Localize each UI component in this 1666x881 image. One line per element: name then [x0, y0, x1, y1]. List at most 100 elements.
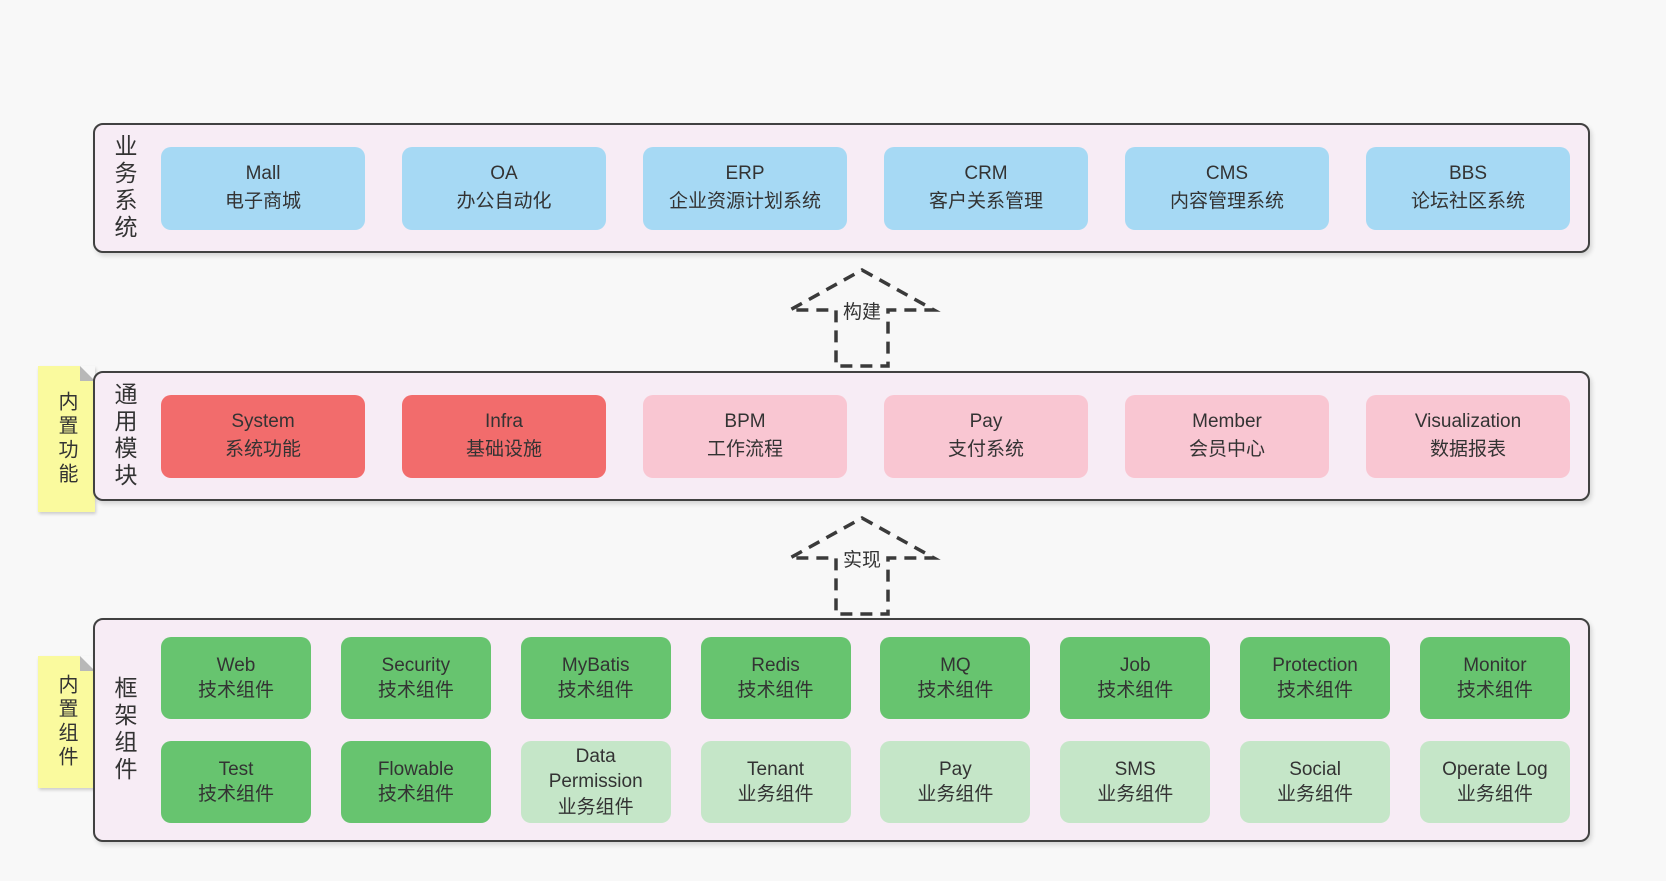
box-mq: MQ 技术组件	[880, 637, 1031, 719]
box-title: System	[231, 411, 295, 433]
box-title: Protection	[1272, 654, 1358, 676]
box-crm: CRM 客户关系管理	[884, 146, 1088, 230]
panel-common-modules: 通用模块 System 系统功能 Infra 基础设施 BPM 工作流程 Pay 支付系统 Me…	[93, 371, 1590, 501]
box-redis: Redis 技术组件	[700, 637, 851, 719]
box-system: System 系统功能	[161, 394, 365, 478]
box-title: MyBatis	[561, 654, 630, 676]
box-subtitle: 支付系统	[947, 439, 1024, 460]
box-title: Flowable	[377, 758, 454, 780]
box-title: OA	[490, 163, 518, 185]
box-erp: ERP 企业资源计划系统	[643, 146, 847, 230]
box-title: Redis	[751, 654, 800, 676]
arrow-build: 构建	[782, 266, 942, 370]
box-sms: SMS 业务组件	[1060, 741, 1211, 823]
box-subtitle: 企业资源计划系统	[668, 191, 821, 212]
box-title: Infra	[484, 411, 524, 433]
box-subtitle: 技术组件	[1456, 680, 1533, 701]
box-data-permission: Data Permission 业务组件	[520, 741, 671, 823]
box-title: MQ	[940, 654, 971, 676]
box-visualization: Visualization 数据报表	[1366, 394, 1570, 478]
box-title: BBS	[1448, 163, 1488, 185]
box-title: Test	[218, 758, 254, 780]
block-arrow-up-icon	[783, 267, 941, 368]
box-test: Test 技术组件	[161, 741, 311, 823]
sticky-note-built-in-components: 内置组件	[38, 656, 95, 788]
box-subtitle: 业务组件	[917, 784, 994, 805]
box-subtitle: 技术组件	[737, 680, 814, 701]
box-subtitle: 基础设施	[465, 439, 542, 460]
box-subtitle: 工作流程	[706, 439, 783, 460]
box-subtitle: 技术组件	[377, 680, 454, 701]
box-flowable: Flowable 技术组件	[340, 741, 491, 823]
sticky-note-built-in-features: 内置功能	[38, 366, 95, 512]
block-arrow-up-icon	[783, 515, 941, 616]
panel-label: 框架组件	[111, 676, 137, 784]
box-subtitle: 业务组件	[1277, 784, 1354, 805]
box-title: CRM	[964, 163, 1008, 185]
box-title: Data Permission	[548, 746, 643, 793]
box-subtitle: 客户关系管理	[928, 191, 1043, 212]
box-subtitle: 论坛社区系统	[1410, 191, 1525, 212]
box-subtitle: 系统功能	[224, 439, 301, 460]
box-social: Social 业务组件	[1240, 741, 1391, 823]
box-subtitle: 技术组件	[1097, 680, 1174, 701]
box-title: SMS	[1114, 758, 1156, 780]
box-pay: Pay 支付系统	[884, 394, 1088, 478]
box-title: Web	[216, 654, 256, 676]
box-title: Mall	[245, 163, 281, 185]
box-protection: Protection 技术组件	[1240, 637, 1391, 719]
panel-label: 通用模块	[111, 382, 137, 490]
box-mybatis: MyBatis 技术组件	[520, 637, 671, 719]
box-subtitle: 业务组件	[737, 784, 814, 805]
box-subtitle: 数据报表	[1429, 439, 1506, 460]
box-operate-log: Operate Log 业务组件	[1419, 741, 1570, 823]
box-pay: Pay 业务组件	[880, 741, 1031, 823]
box-job: Job 技术组件	[1060, 637, 1211, 719]
box-title: Member	[1192, 411, 1262, 433]
box-tenant: Tenant 业务组件	[700, 741, 851, 823]
arrow-implement: 实现	[782, 514, 942, 618]
box-subtitle: 技术组件	[557, 680, 634, 701]
box-subtitle: 业务组件	[1456, 784, 1533, 805]
box-title: Pay	[939, 758, 972, 780]
box-subtitle: 业务组件	[557, 796, 634, 818]
box-web: Web 技术组件	[161, 637, 311, 719]
box-title: ERP	[725, 163, 765, 185]
box-title: CMS	[1205, 163, 1249, 185]
box-title: Social	[1289, 758, 1341, 780]
box-subtitle: 业务组件	[1097, 784, 1174, 805]
box-subtitle: 技术组件	[1277, 680, 1354, 701]
box-title: BPM	[724, 411, 766, 433]
box-subtitle: 技术组件	[197, 680, 274, 701]
arrow-label: 构建	[838, 295, 886, 326]
common-modules-boxes: System 系统功能 Infra 基础设施 BPM 工作流程 Pay 支付系统 Member 会…	[149, 373, 1588, 499]
box-title: Security	[381, 654, 451, 676]
sticky-note-label: 内置功能	[55, 391, 77, 487]
box-title: Job	[1119, 654, 1151, 676]
arrow-label: 实现	[838, 543, 886, 574]
box-subtitle: 会员中心	[1188, 439, 1265, 460]
box-security: Security 技术组件	[340, 637, 491, 719]
box-title: Pay	[969, 411, 1003, 433]
box-subtitle: 技术组件	[377, 784, 454, 805]
box-bpm: BPM 工作流程	[643, 394, 847, 478]
box-title: Tenant	[747, 758, 805, 780]
box-subtitle: 技术组件	[917, 680, 994, 701]
box-infra: Infra 基础设施	[402, 394, 606, 478]
box-subtitle: 内容管理系统	[1169, 191, 1284, 212]
box-subtitle: 技术组件	[197, 784, 274, 805]
box-title: Operate Log	[1442, 758, 1548, 780]
box-bbs: BBS 论坛社区系统	[1366, 146, 1570, 230]
box-title: Visualization	[1414, 411, 1522, 433]
box-cms: CMS 内容管理系统	[1125, 146, 1329, 230]
